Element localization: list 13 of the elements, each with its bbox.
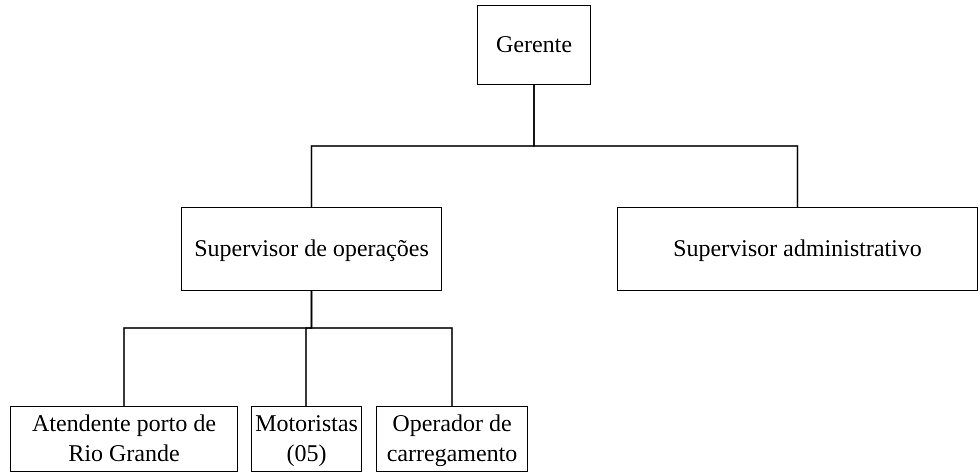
role-label: Supervisor de operações (194, 235, 429, 264)
role-label: Motoristas (05) (255, 410, 358, 469)
role-label: Atendente porto de Rio Grande (31, 410, 217, 469)
org-box (617, 207, 978, 291)
role-label: Supervisor administrativo (673, 235, 922, 264)
role-label: Operador de carregamento (386, 410, 518, 469)
org-box (477, 5, 591, 85)
connector-line (533, 85, 798, 207)
connector-line (310, 291, 453, 406)
org-box (376, 406, 528, 472)
org-box (181, 207, 442, 291)
role-label: Gerente (496, 31, 572, 60)
org-box (10, 406, 238, 472)
